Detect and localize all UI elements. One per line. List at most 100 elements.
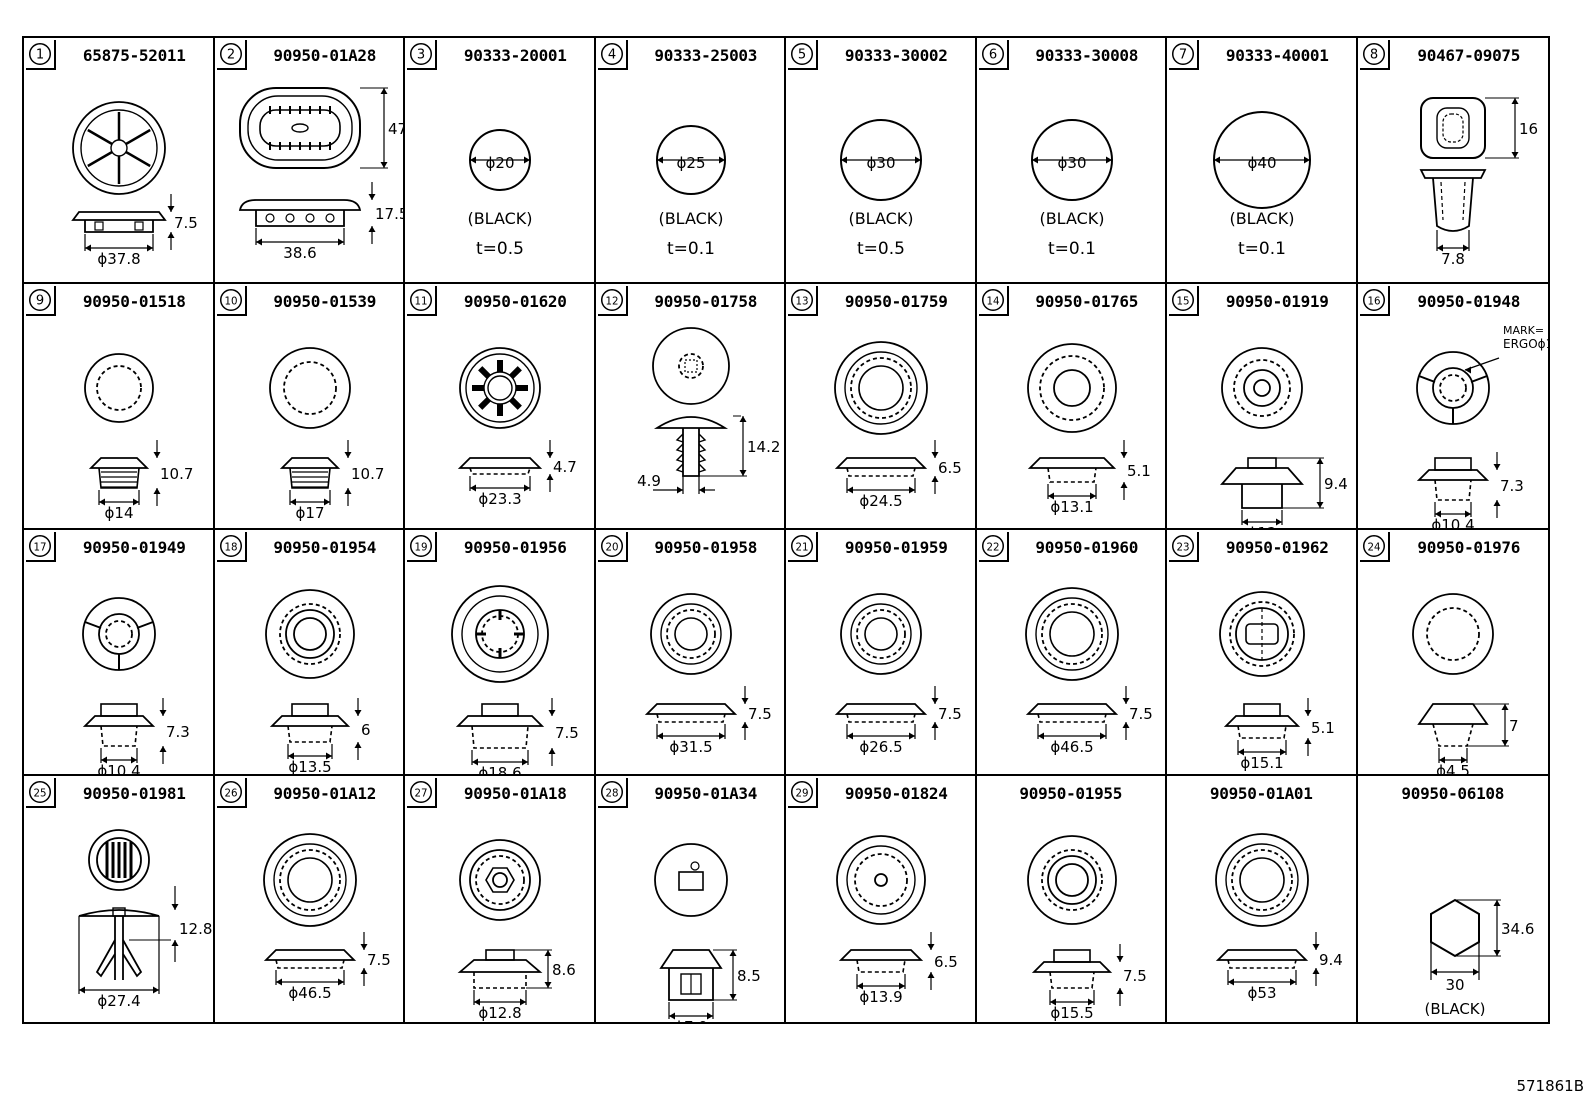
part-drawing: ϕ12.88.6	[457, 839, 576, 1022]
index-box: 28	[597, 778, 628, 808]
index-box: 7	[1169, 40, 1199, 70]
index-box: 11	[407, 286, 437, 316]
thickness: t=0.1	[1238, 239, 1286, 259]
dim-diameter: ϕ23.3	[478, 490, 521, 508]
part-number: 90333-20001	[463, 46, 567, 65]
dim-top-height: 16	[1519, 120, 1538, 138]
part-number: 90950-01959	[844, 538, 948, 557]
index-box: 15	[1169, 286, 1199, 316]
dim-diameter: ϕ53	[1248, 984, 1277, 1002]
index-box: 26	[216, 778, 247, 808]
dim-height: 7.5	[367, 951, 391, 969]
part-drawing: ϕ46.57.5	[1024, 587, 1153, 756]
dim-diameter: ϕ10.4	[97, 762, 140, 776]
dim-height: 7.5	[748, 705, 772, 723]
index-box: 23	[1169, 532, 1199, 562]
color-note: (BLACK)	[1424, 1000, 1485, 1018]
part-drawing: ϕ40(BLACK)t=0.1	[1213, 111, 1311, 259]
part-number: 90950-01620	[463, 292, 567, 311]
dim-diameter: ϕ18.6	[478, 764, 521, 776]
part-number: 90950-01949	[82, 538, 186, 557]
dim-height: 4.7	[553, 458, 577, 476]
dim-height: 12.83	[179, 920, 215, 938]
part-drawing: ϕ10.4 7.3	[82, 597, 190, 776]
dim-height: 34.6	[1501, 920, 1534, 938]
index-number: 16	[1367, 296, 1380, 308]
dim-height: 9.4	[1324, 475, 1348, 493]
part-number: 90950-01758	[654, 292, 758, 311]
part-number: 90950-01539	[273, 292, 377, 311]
dim-height: 7.5	[174, 214, 198, 232]
index-number: 15	[1176, 296, 1189, 308]
part-drawing: ϕ13.15.1	[1026, 343, 1150, 516]
dim-width: 30	[1445, 976, 1464, 994]
dim-height: 10.7	[351, 465, 384, 483]
part-number: 90950-01955	[1019, 784, 1123, 803]
dim-diameter: ϕ20	[486, 154, 515, 172]
index-number: 23	[1176, 542, 1189, 554]
index-number: 14	[986, 296, 999, 308]
index-number: 1	[36, 48, 44, 63]
part-cell: 23 90950-01962 ϕ15.1 5.1	[1167, 530, 1358, 776]
part-number: 90467-09075	[1417, 46, 1521, 65]
dim-height: 7.5	[1129, 705, 1153, 723]
index-number: 20	[605, 542, 618, 554]
part-number: 90950-01A28	[273, 46, 377, 65]
index-box: 6	[978, 40, 1009, 70]
dim-height: 14.2	[747, 438, 780, 456]
dim-height: 5.1	[1311, 719, 1335, 737]
index-box: 19	[407, 532, 437, 562]
part-number: 90950-01A12	[273, 784, 377, 803]
index-number: 29	[795, 788, 808, 800]
part-drawing: 167.8	[1419, 97, 1538, 268]
index-box: 5	[788, 40, 818, 70]
part-number: 90333-30002	[844, 46, 948, 65]
part-number: 90333-25003	[654, 46, 758, 65]
part-drawing: ϕ26.57.5	[834, 593, 962, 756]
part-number: 90950-01958	[654, 538, 758, 557]
dim-height: 7.3	[166, 723, 190, 741]
index-box: 2	[216, 40, 247, 70]
part-drawing: ϕ20(BLACK)t=0.5	[467, 129, 533, 259]
dim-diameter: ϕ15.1	[1240, 754, 1283, 772]
dim-height: 7.5	[555, 724, 579, 742]
index-box: 10	[216, 286, 247, 316]
index-number: 9	[36, 294, 44, 309]
index-box: 27	[407, 778, 437, 808]
dim-diameter: ϕ13.1	[1050, 498, 1093, 516]
dim-width: 38.6	[283, 244, 316, 262]
dim-height: 17.5	[375, 205, 406, 223]
index-number: 27	[414, 788, 427, 800]
color-note: (BLACK)	[848, 209, 913, 228]
part-drawing: ϕ37.87.5	[71, 101, 198, 268]
index-box: 3	[407, 40, 437, 70]
dim-height: 8.5	[737, 967, 761, 985]
index-number: 21	[795, 542, 808, 554]
part-drawing: ϕ7.98.5	[653, 843, 761, 1022]
index-number: 8	[1369, 48, 1377, 63]
thickness: t=0.5	[476, 239, 524, 259]
thickness: t=0.1	[1048, 239, 1096, 259]
part-number: 90950-01962	[1225, 538, 1329, 557]
index-box: 18	[216, 532, 247, 562]
index-box: 29	[788, 778, 818, 808]
